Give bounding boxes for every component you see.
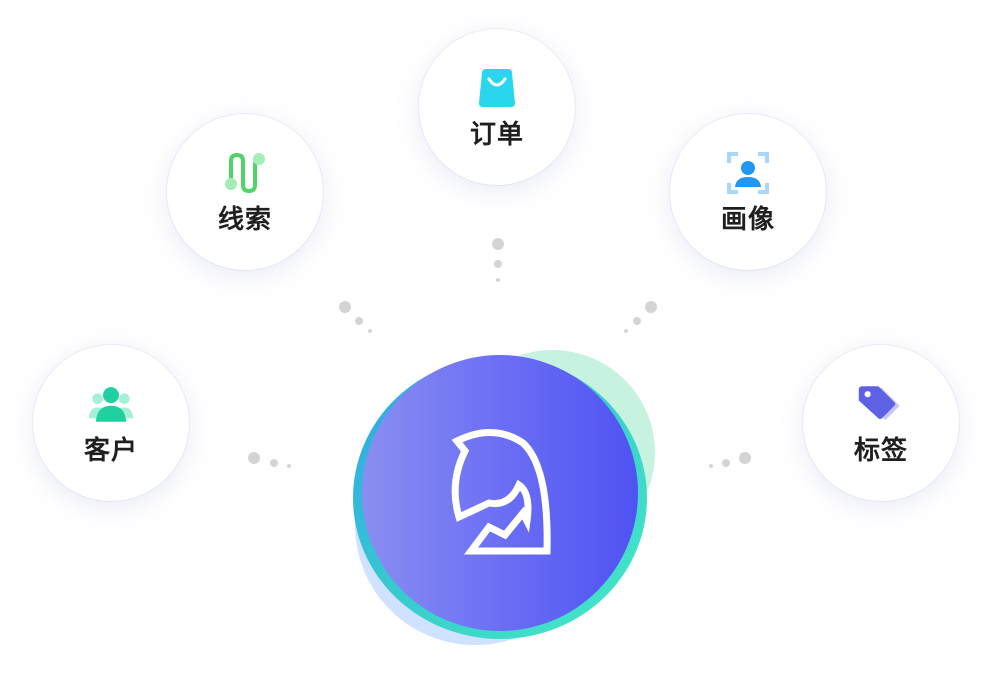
node-profile[interactable]: 画像 [670,114,826,270]
node-label: 订单 [469,120,524,150]
tag-icon [857,380,905,428]
connector-dot [248,452,260,464]
connector-dot [645,301,657,313]
connector-dot [624,329,628,333]
connector-dot [494,260,502,268]
shopping-bag-icon [473,64,521,112]
user-scan-icon [724,149,772,197]
route-path-icon [221,149,269,197]
connector-dot [492,238,504,250]
connector-dot [339,301,351,313]
node-customer[interactable]: 客户 [33,345,189,501]
horse-logo-icon [451,429,551,555]
hub-core [362,355,638,631]
node-tag[interactable]: 标签 [803,345,959,501]
node-label: 画像 [720,205,775,235]
connector-dot [739,452,751,464]
connector-dot [709,464,713,468]
connector-dot [368,329,372,333]
node-order[interactable]: 订单 [419,29,575,185]
node-label: 线索 [217,205,272,235]
connector-dot [270,459,278,467]
connector-dot [355,317,363,325]
connector-dot [287,464,291,468]
connector-dot [722,459,730,467]
connector-dot [633,317,641,325]
node-clue[interactable]: 线索 [167,114,323,270]
center-hub[interactable] [340,345,660,655]
users-group-icon [87,380,135,428]
connector-dot [496,278,500,282]
node-label: 客户 [83,436,138,466]
node-label: 标签 [853,436,908,466]
